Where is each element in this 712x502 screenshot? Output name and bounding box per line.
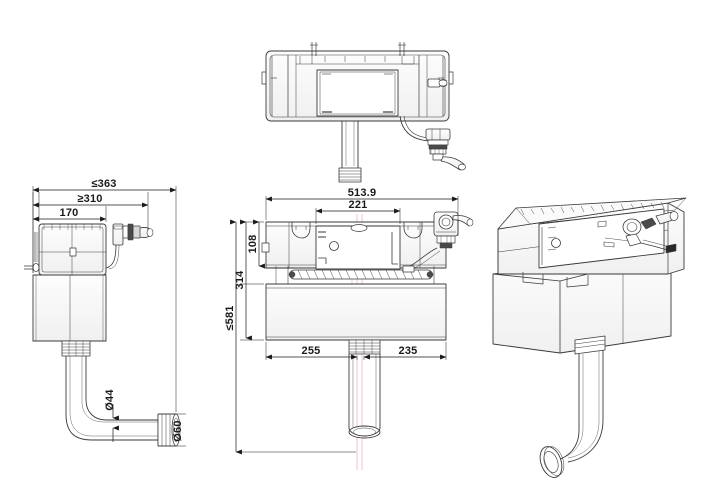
- dim-front-inner-width: 221: [349, 199, 368, 211]
- front-view-dimensions: 513.9 221 108 314 ≤581 255 235: [224, 187, 459, 455]
- left-side-elevation: [24, 223, 181, 447]
- top-plan-view: [261, 42, 466, 183]
- dim-side-outlet-pipe-dia: Ø44: [104, 389, 116, 411]
- dim-front-right-offset: 235: [399, 345, 418, 357]
- dim-side-inner-width: 170: [60, 207, 79, 219]
- front-elevation: [261, 211, 474, 470]
- dim-front-top-height: 108: [247, 235, 259, 254]
- dim-side-overall-width: ≤363: [91, 178, 116, 190]
- dim-side-outlet-end-dia: Ø60: [172, 420, 184, 441]
- side-view-dimensions: ≤363 ≥310 170 Ø44 Ø60: [32, 178, 186, 447]
- dim-side-body-width: ≥310: [77, 193, 102, 205]
- dim-front-overall-height: ≤581: [224, 305, 236, 330]
- isometric-view: [492, 197, 687, 478]
- dim-front-left-offset: 255: [302, 345, 321, 357]
- dim-front-overall-width: 513.9: [348, 187, 377, 199]
